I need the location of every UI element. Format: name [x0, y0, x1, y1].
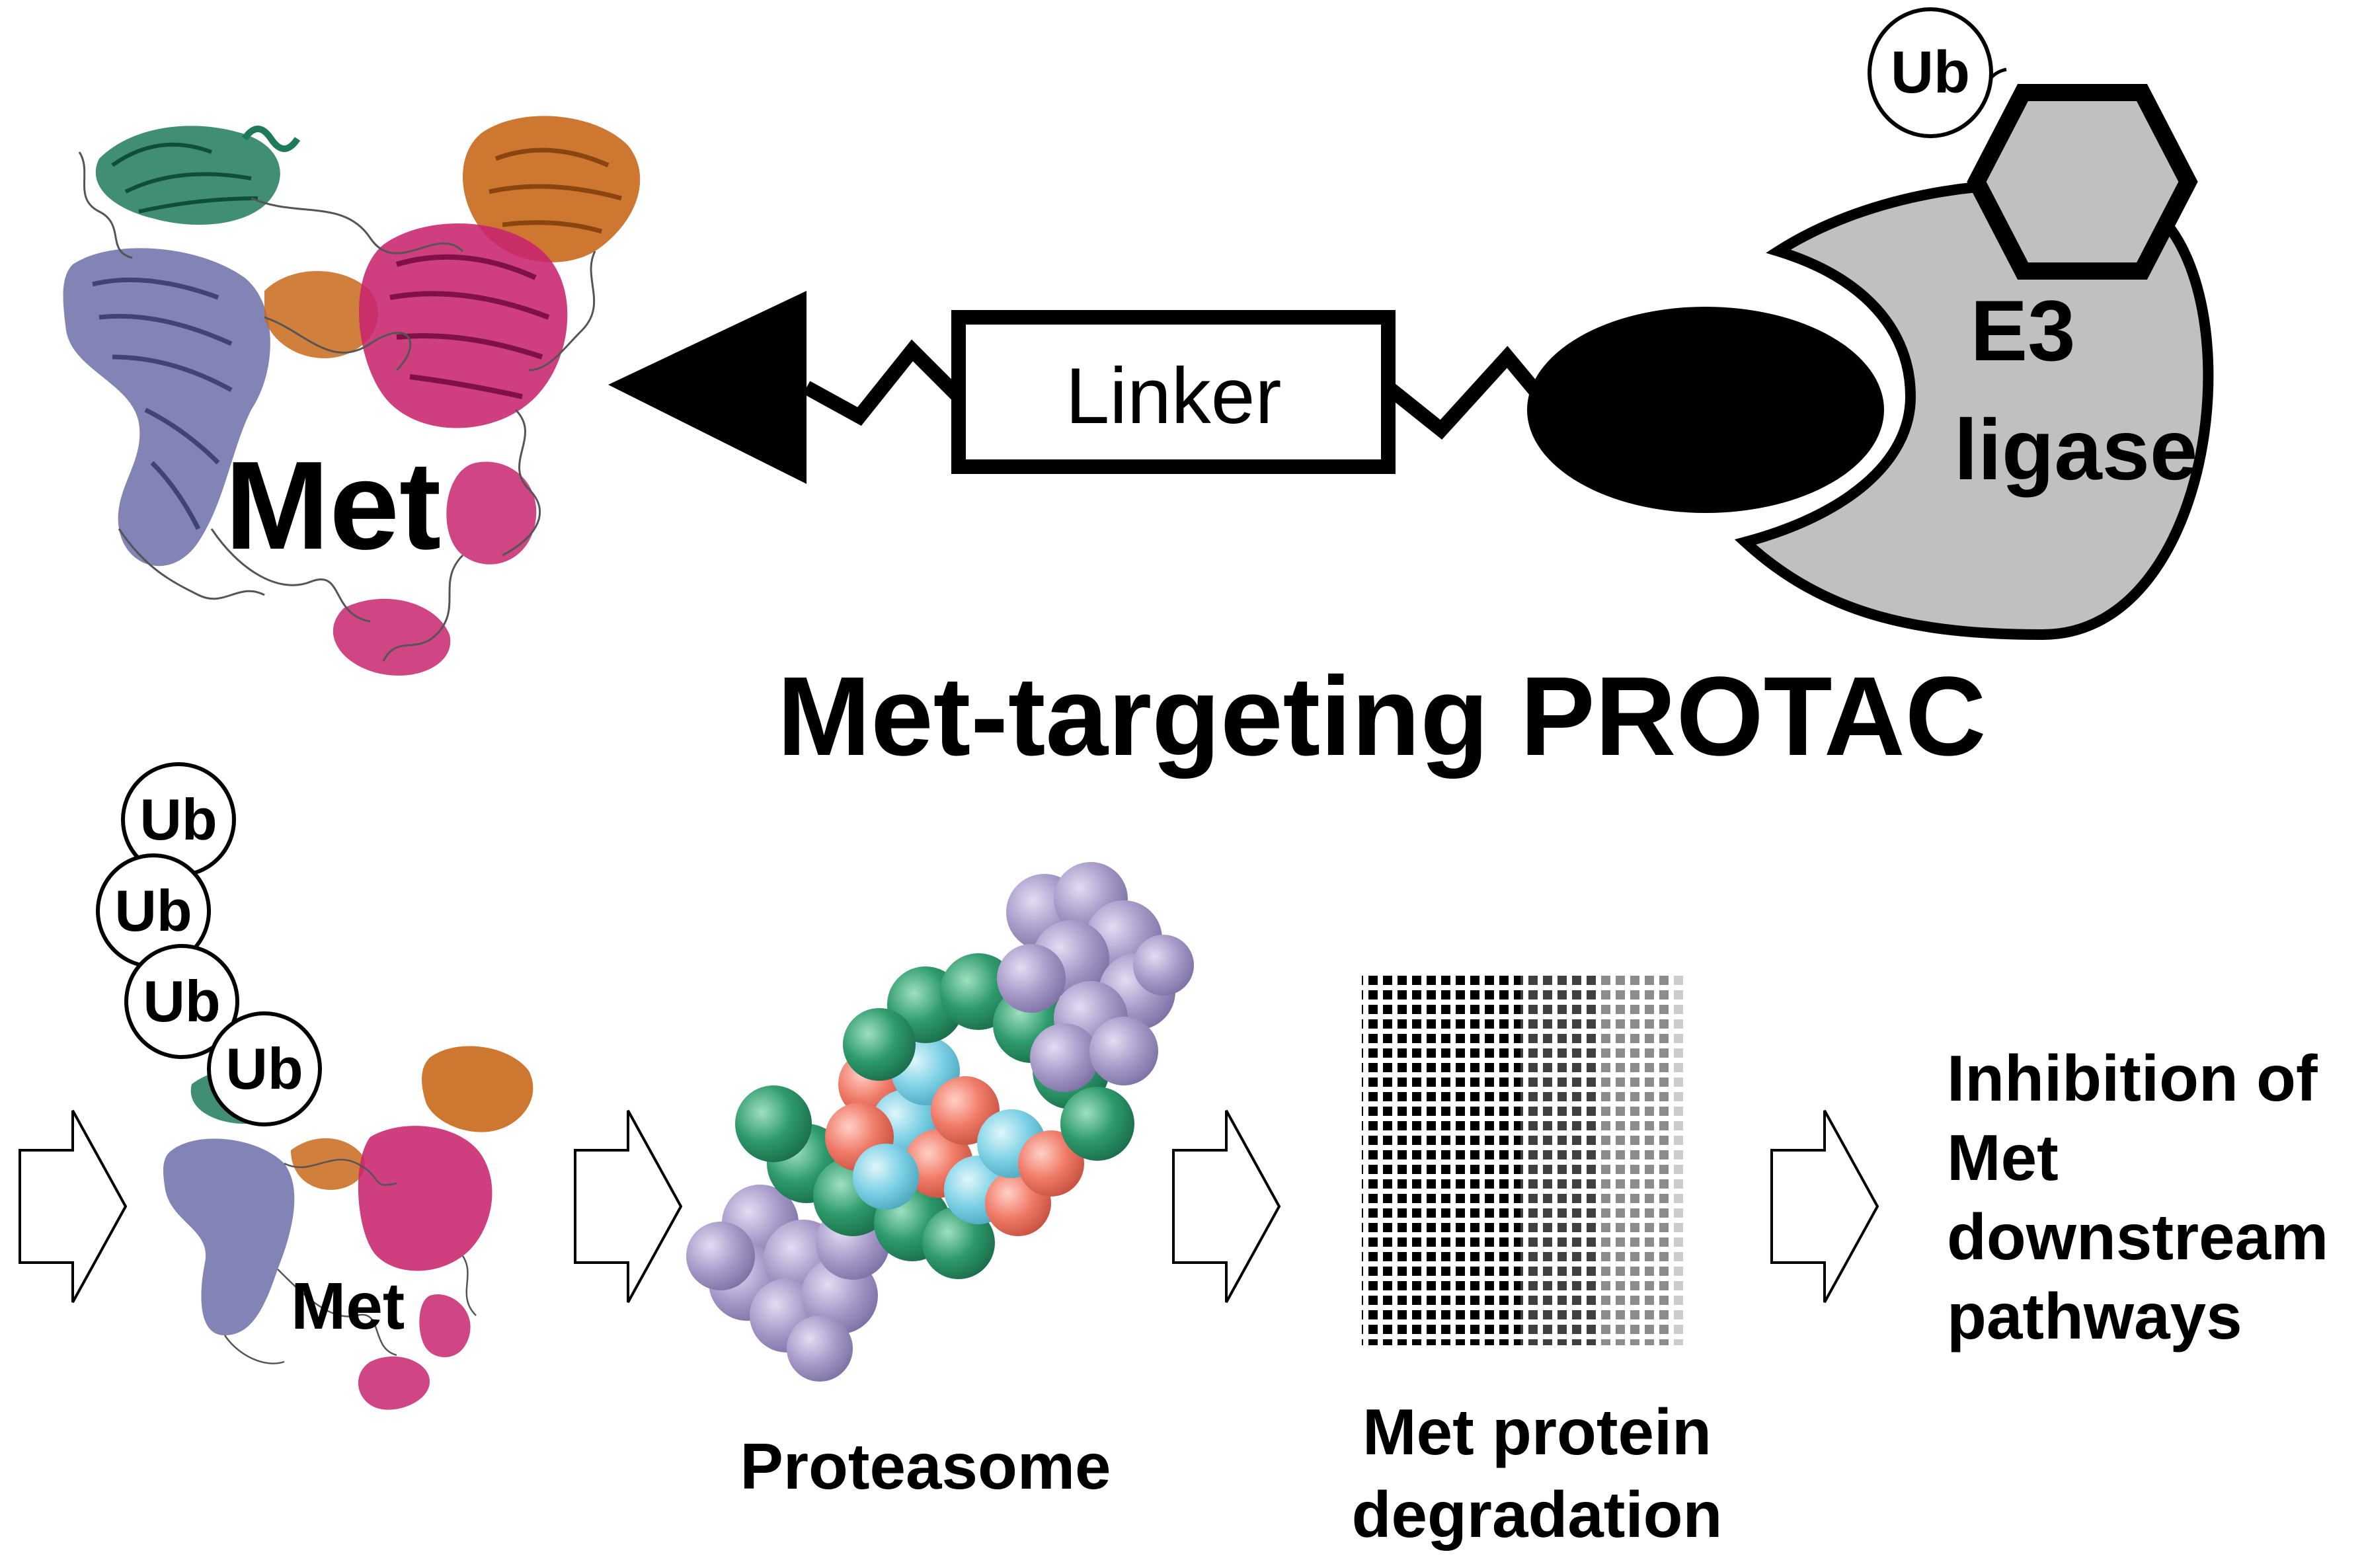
proteasome-cap-bottom: [686, 1185, 890, 1382]
met-small-domain-magenta: [358, 1126, 492, 1271]
proteasome-label: Proteasome: [740, 1430, 1111, 1503]
met-small-domain-orange-2: [291, 1138, 365, 1190]
degradation-dots-medium: [1520, 975, 1600, 1345]
proteasome-beta-rings: [825, 1037, 1084, 1236]
degradation-dots-dense: [1362, 975, 1520, 1345]
met-coil-loops: [78, 151, 596, 662]
met-small-domain-blue: [163, 1138, 295, 1335]
ellipse-binder-icon: [1527, 307, 1884, 513]
linker-zigzag-right: [1384, 346, 1546, 440]
e3-ligase: E3 ligase Ub: [1734, 7, 2214, 641]
met-domain-orange: [264, 116, 641, 358]
degradation-label-line1: Met protein: [1362, 1395, 1712, 1468]
triangle-warhead-icon: [608, 291, 807, 484]
met-label-large: Met: [225, 436, 441, 576]
circle-ubiquitin-icon: [1868, 7, 1993, 138]
protac-title: Met-targeting PROTAC: [777, 654, 1987, 779]
ubiquitin-circle-3: [124, 944, 239, 1059]
polyubiquitin-chain: Ub Ub Ub Ub: [96, 762, 322, 1126]
met-domain-blue: [63, 248, 270, 567]
met-domain-magenta: [333, 223, 568, 676]
met-small-domain-orange: [422, 1046, 533, 1132]
ubiquitin-circle-4: [207, 1011, 322, 1126]
outcome-line-3: downstream: [1947, 1200, 2328, 1273]
ub-chain-label-3: Ub: [143, 968, 220, 1034]
met-small-coil-loops: [223, 1159, 477, 1364]
hollow-arrow-icon: [1172, 1110, 1281, 1303]
e3-label-line1: E3: [1970, 282, 2075, 379]
ub-chain-label-2: Ub: [114, 878, 192, 943]
proteasome-structure: Proteasome: [686, 862, 1194, 1503]
met-small-domain-magenta-3: [419, 1294, 471, 1358]
ub-chain-label-1: Ub: [139, 787, 217, 852]
dotted-degradation-icon: [1362, 975, 1686, 1345]
ub-chain-label-4: Ub: [225, 1036, 303, 1101]
degradation-label-line2: degradation: [1352, 1478, 1723, 1551]
degradation-dots-sparse: [1600, 975, 1673, 1345]
ub-label-top: Ub: [1891, 40, 1970, 106]
met-label-small: Met: [291, 1269, 405, 1343]
linker-label: Linker: [1066, 352, 1282, 440]
hollow-arrow-icon: [19, 1110, 128, 1303]
outcome-line-4: pathways: [1947, 1280, 2242, 1352]
outcome-line-1: Inhibition of: [1947, 1042, 2318, 1115]
proteasome-cap-top: [997, 862, 1194, 1092]
linker-zigzag-left: [803, 339, 964, 426]
met-protein-structure-large: Met: [63, 116, 641, 676]
met-domain-green: [95, 126, 301, 225]
outcome-line-2: Met: [1947, 1121, 2059, 1194]
outcome-text: Inhibition of Met downstream pathways: [1947, 1042, 2328, 1352]
degradation-dots-faint: [1673, 975, 1686, 1345]
e3-label-line2: ligase: [1954, 401, 2198, 498]
hollow-arrow-icon: [1770, 1110, 1879, 1303]
met-small-domain-magenta-2: [358, 1356, 430, 1410]
linker-box: [951, 310, 1396, 474]
hollow-arrow-icon: [574, 1110, 683, 1303]
met-protein-structure-ubiquitinated: Met: [163, 1046, 533, 1410]
hexagon-substrate-icon: [1967, 84, 2198, 280]
protac-molecule: Linker: [608, 291, 1884, 513]
